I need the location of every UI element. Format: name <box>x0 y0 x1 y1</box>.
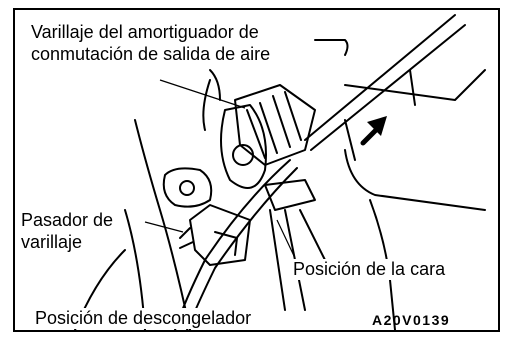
defrost-position-label: Posición de descongelador <box>35 308 252 329</box>
u-bracket <box>189 204 251 266</box>
slide-block <box>264 179 316 211</box>
housing-edge <box>314 39 349 56</box>
face-position-label: Posición de la cara <box>293 259 446 280</box>
cam-pivot <box>232 144 254 166</box>
housing-edge <box>344 149 486 211</box>
linkage-label-line1: Varillaje del amortiguador de <box>31 22 259 43</box>
housing-edge <box>202 79 211 131</box>
pin-label-line2: varillaje <box>21 232 83 253</box>
pin-bracket-hole <box>179 180 195 196</box>
linkage-label-line2: conmutación de salida de aire <box>31 44 271 65</box>
housing-edge <box>344 119 356 161</box>
cable-rod <box>310 24 466 151</box>
linkage-rod <box>174 159 291 330</box>
cam-plate <box>220 104 267 189</box>
u-bracket <box>214 231 238 256</box>
leader-pin <box>144 221 184 233</box>
housing-edge <box>409 69 416 106</box>
leader-face-position <box>276 219 296 259</box>
duct-outline <box>134 119 191 330</box>
damper-lever <box>234 84 316 166</box>
arrow-up-right-icon <box>360 116 387 146</box>
cable-rod <box>304 14 456 141</box>
figure-code: A20V0139 <box>372 312 451 328</box>
linkage-pin <box>179 227 194 249</box>
housing-edge <box>344 69 486 101</box>
damper-lever-ribs <box>246 91 302 159</box>
linkage-rod <box>186 167 298 330</box>
pin-label-line1: Pasador de <box>21 210 114 231</box>
leader-linkage <box>159 79 246 109</box>
pin-bracket <box>162 167 213 208</box>
diagram-frame: Varillaje del amortiguador de conmutació… <box>13 8 500 332</box>
housing-edge <box>209 69 221 101</box>
